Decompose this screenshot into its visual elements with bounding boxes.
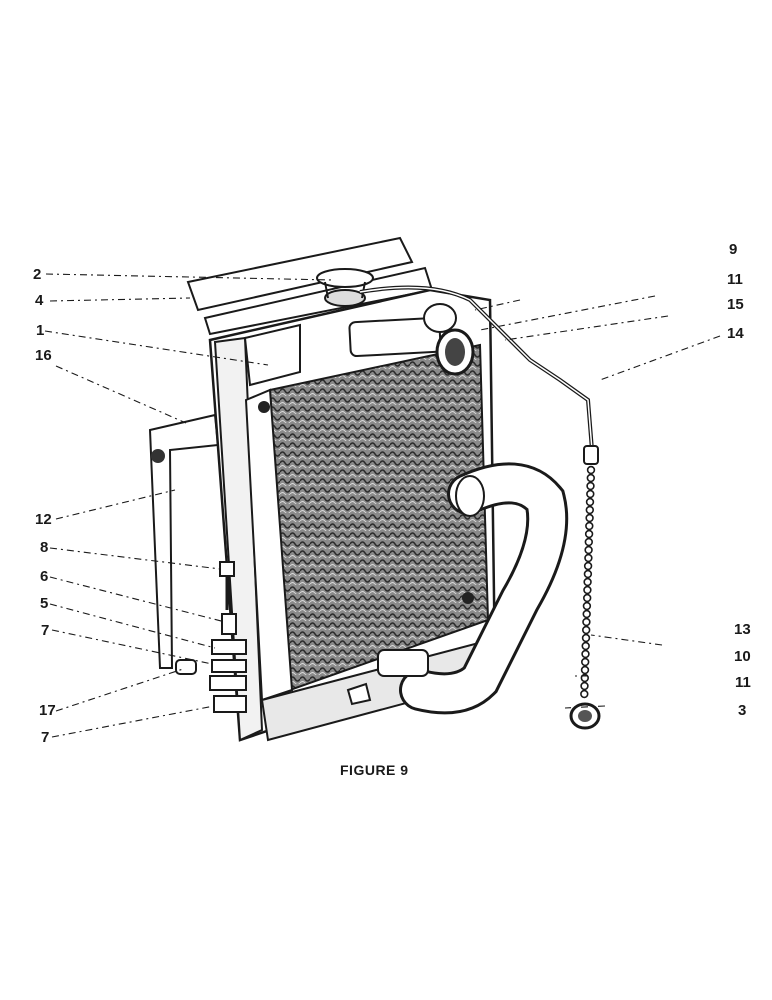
chain-bead [583,585,592,595]
chain-bead [581,649,590,659]
chain-bead [582,601,592,611]
filler-cap-2 [316,268,374,307]
callout-15: 15 [727,296,744,313]
chain-bead [580,657,590,667]
callout-12: 12 [35,511,52,528]
rear-bracket-16 [148,413,220,669]
callout-17: 17 [39,702,56,719]
chain-bead [586,465,596,475]
drain-plug-3 [569,702,601,730]
chain-bead [580,665,590,675]
chain-bead [581,625,591,635]
callout-13: 13 [734,621,751,638]
chain-bead [585,497,595,507]
chain-bead [582,617,591,627]
top-hose-outlet [348,303,475,376]
callout-5: 5 [40,595,49,612]
chain-bead [584,553,593,563]
callout-2: 2 [33,266,42,283]
figure-caption: FIGURE 9 [340,762,409,778]
chain-bead [582,593,592,603]
callout-7: 7 [41,729,50,746]
chain-bead [581,641,590,651]
chain-bead [582,609,591,619]
callout-10: 10 [734,648,751,665]
callout-9: 9 [729,241,738,258]
callout-6: 6 [40,568,49,585]
chain-bead [583,577,592,587]
callout-11: 11 [727,271,743,288]
chain-bead [580,689,589,699]
chain-bead [583,569,593,579]
radiator-body [208,288,497,742]
chain-bead [586,489,595,499]
chain-bead [583,561,593,571]
callout-7: 7 [41,622,50,639]
chain-bead [585,521,594,531]
callout-4: 4 [35,292,44,309]
leader-lines [44,273,721,738]
chain-bead [586,481,595,491]
chain-bead [581,633,591,643]
callout-8: 8 [40,539,49,556]
callout-11: 11 [735,674,751,691]
chain-bead [586,473,595,483]
overflow-pipe [359,285,599,465]
callout-1: 1 [36,322,45,339]
bottom-hose [377,462,569,715]
chain-bead [580,681,589,691]
chain-bead [584,529,594,539]
chain-bead [584,545,593,555]
chain-bead [585,513,594,523]
mounting-hardware [175,561,372,713]
chain-bead [584,537,593,547]
callout-14: 14 [727,325,744,342]
drain-chain [580,465,596,699]
callout-3: 3 [738,702,747,719]
callout-16: 16 [35,347,52,364]
chain-bead [585,505,594,515]
